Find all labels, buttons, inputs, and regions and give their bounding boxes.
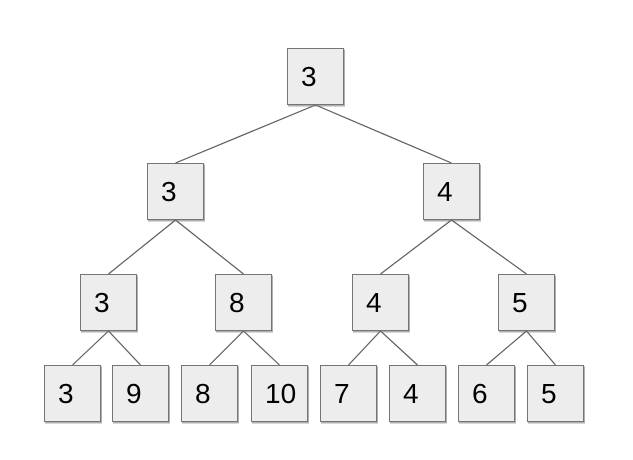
edge-n2-0-right [108, 330, 141, 366]
edge-n2-1-right [243, 330, 280, 366]
tree-node-3-6: 6 [458, 365, 515, 422]
tree-node-3-5: 4 [389, 365, 446, 422]
tree-node-3-3: 10 [251, 365, 308, 422]
tree-node-1-0: 3 [147, 163, 204, 220]
tree-node-3-2: 8 [181, 365, 238, 422]
edge-n2-3-left [486, 330, 527, 366]
tree-node-2-3: 5 [498, 274, 555, 331]
tree-node-1-1: 4 [423, 163, 480, 220]
edge-n2-1-left [209, 330, 244, 366]
edge-root-left [175, 104, 316, 164]
edge-n2-2-right [380, 330, 418, 366]
edge-n2-0-left [72, 330, 109, 366]
tree-node-3-1: 9 [112, 365, 169, 422]
edge-root-right [315, 104, 452, 164]
edge-n2-3-right [526, 330, 556, 366]
tree-node-root: 3 [287, 48, 344, 105]
tree-node-3-0: 3 [44, 365, 101, 422]
edge-n1-1-right [451, 219, 527, 275]
tree-node-3-7: 5 [527, 365, 584, 422]
tree-node-2-1: 8 [215, 274, 272, 331]
edge-n2-2-left [348, 330, 381, 366]
tree-node-2-2: 4 [352, 274, 409, 331]
edge-n1-0-left [108, 219, 176, 275]
tree-node-2-0: 3 [80, 274, 137, 331]
edge-n1-1-left [380, 219, 452, 275]
tree-node-3-4: 7 [320, 365, 377, 422]
edge-n1-0-right [175, 219, 244, 275]
